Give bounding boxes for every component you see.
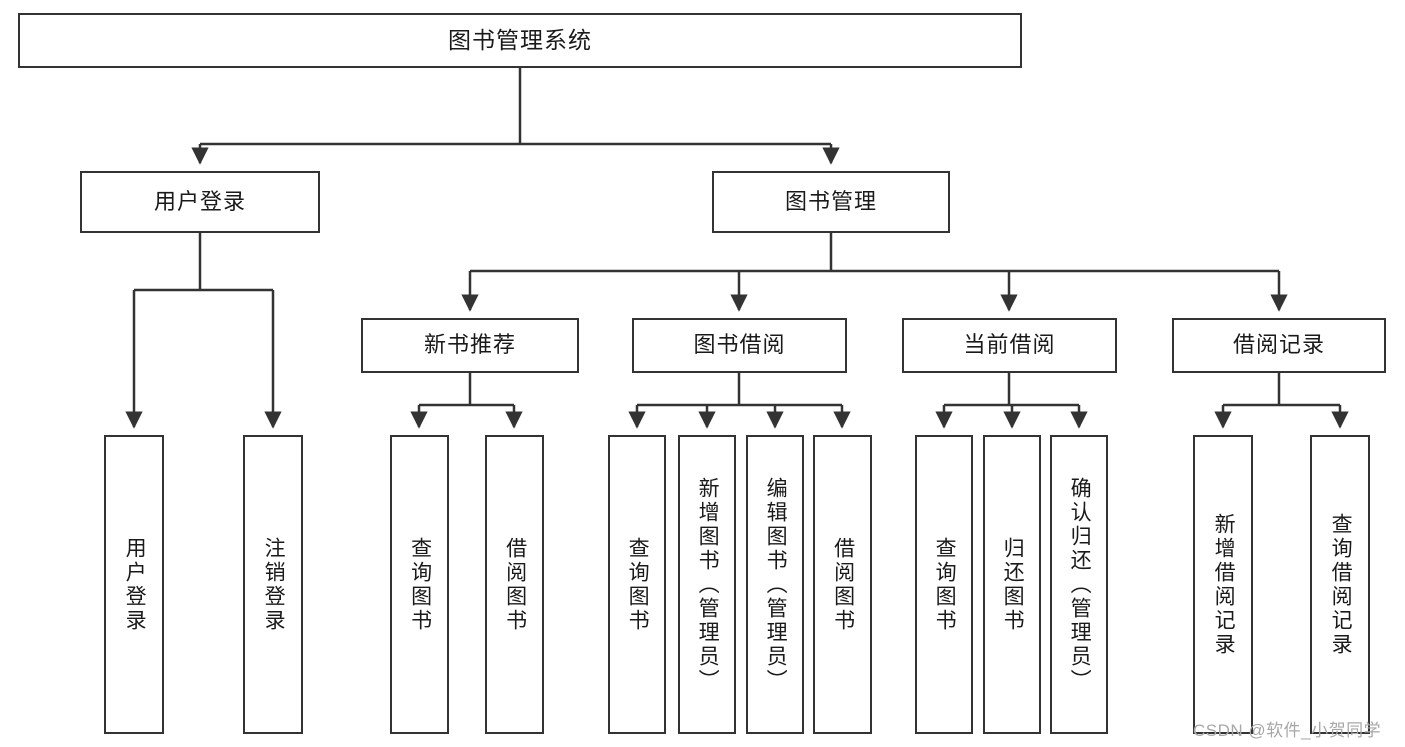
- node-book-manage[interactable]: 图书管理: [712, 171, 950, 233]
- leaf-confirm-return-admin[interactable]: 确认归还（管理员）: [1050, 435, 1108, 734]
- csdn-watermark: CSDN @软件_小贺同学: [1193, 721, 1382, 740]
- node-current-borrow[interactable]: 当前借阅: [902, 318, 1117, 373]
- leaf-user-logout[interactable]: 注销登录: [243, 435, 303, 734]
- node-book-borrow[interactable]: 图书借阅: [632, 318, 847, 373]
- leaf-add-book-admin[interactable]: 新增图书（管理员）: [678, 435, 736, 734]
- node-new-book-recommend[interactable]: 新书推荐: [361, 318, 579, 373]
- leaf-borrow-book-2[interactable]: 借阅图书: [813, 435, 872, 734]
- leaf-add-borrow-record[interactable]: 新增借阅记录: [1193, 435, 1253, 734]
- leaf-return-book[interactable]: 归还图书: [983, 435, 1041, 734]
- leaf-query-book-2[interactable]: 查询图书: [608, 435, 666, 734]
- node-user-login[interactable]: 用户登录: [80, 171, 320, 233]
- leaf-user-login[interactable]: 用户登录: [104, 435, 164, 734]
- leaf-query-book-1[interactable]: 查询图书: [390, 435, 449, 734]
- node-root[interactable]: 图书管理系统: [18, 13, 1022, 68]
- leaf-borrow-book-1[interactable]: 借阅图书: [485, 435, 544, 734]
- node-borrow-record[interactable]: 借阅记录: [1172, 318, 1386, 373]
- leaf-query-borrow-record[interactable]: 查询借阅记录: [1310, 435, 1370, 734]
- leaf-edit-book-admin[interactable]: 编辑图书（管理员）: [746, 435, 804, 734]
- leaf-query-book-3[interactable]: 查询图书: [915, 435, 973, 734]
